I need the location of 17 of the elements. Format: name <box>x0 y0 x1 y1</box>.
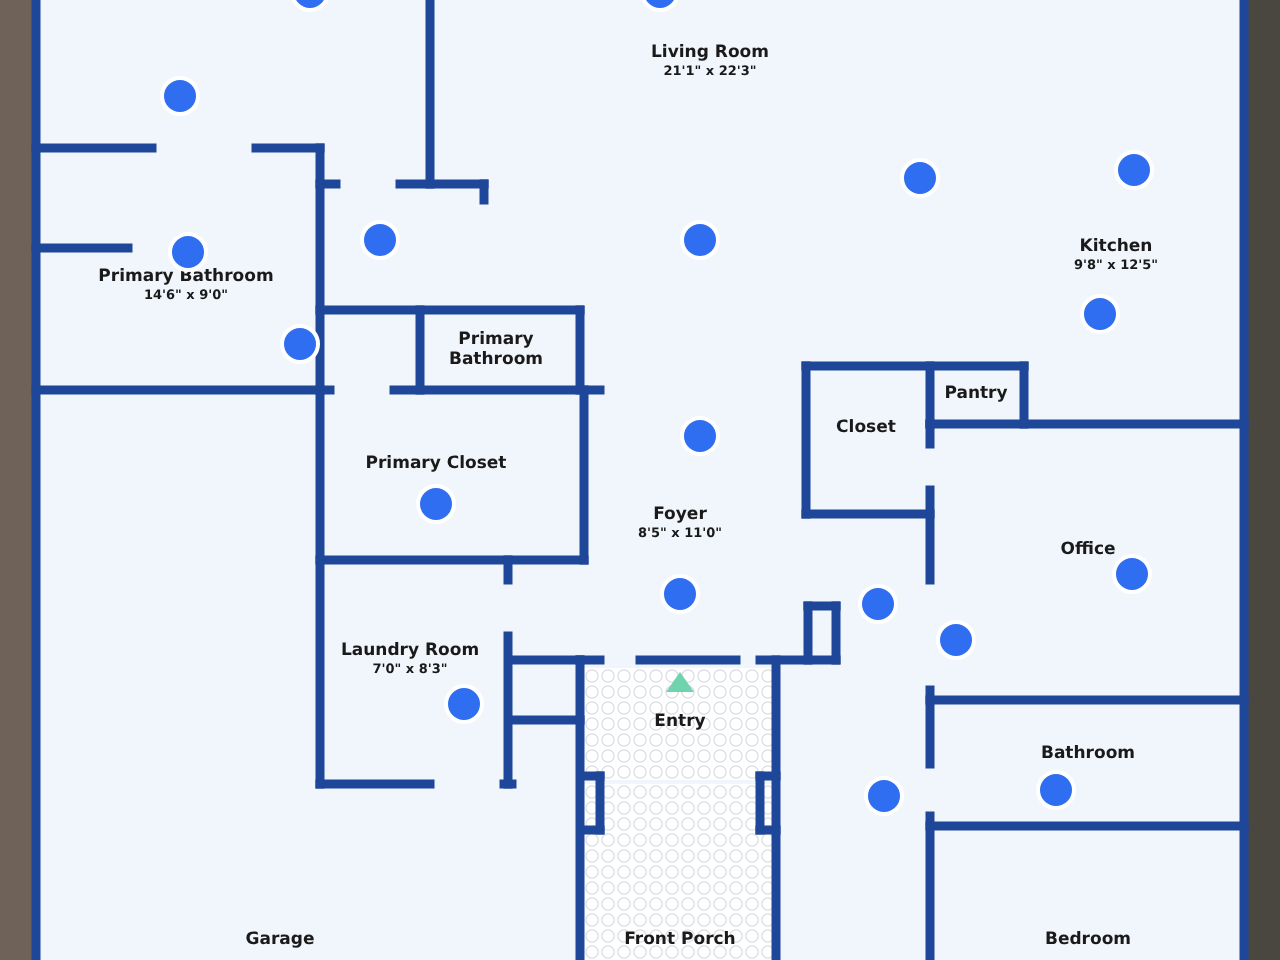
room-name: Office <box>1060 540 1116 560</box>
room-name: Laundry Room <box>340 641 480 661</box>
room-name: Pantry <box>944 384 1008 404</box>
room-floor <box>584 668 774 780</box>
room-floor <box>584 784 774 960</box>
room-name: Kitchen <box>1077 237 1155 257</box>
room-name: Primary Closet <box>365 454 507 474</box>
room-name: Foyer <box>651 505 709 525</box>
room-name: Front Porch <box>624 930 736 950</box>
room-name: Primary Bathroom <box>98 267 274 287</box>
room-name: Primary Bathroom <box>446 330 546 370</box>
room-name: Garage <box>245 930 315 950</box>
room-name: Entry <box>654 712 706 732</box>
room-name: Living Room <box>651 43 769 63</box>
room-name: Closet <box>836 418 896 438</box>
room-name: Bathroom <box>1040 744 1136 764</box>
room-name: Bedroom <box>1044 930 1132 950</box>
